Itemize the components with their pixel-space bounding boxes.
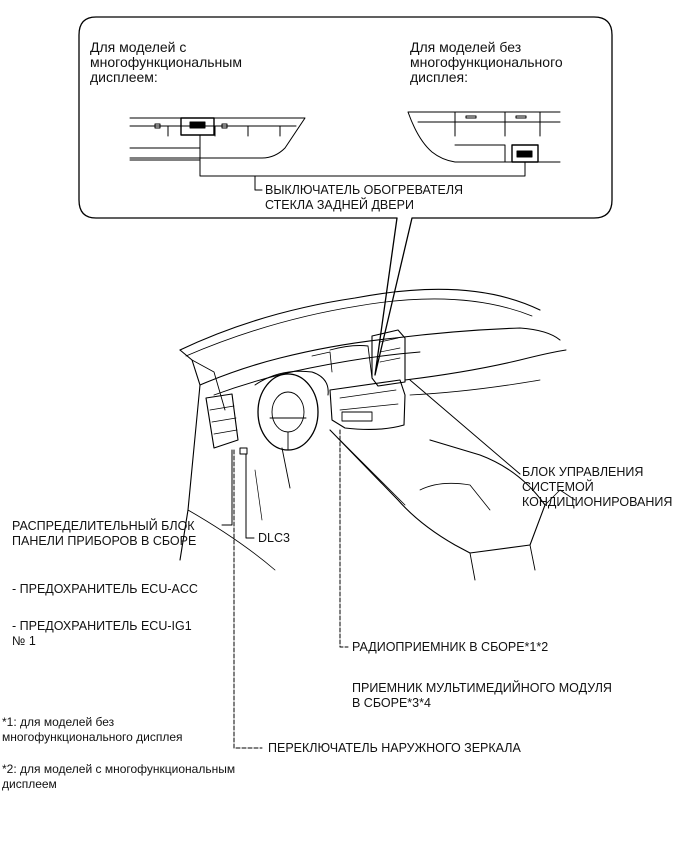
ac-control-label: БЛОК УПРАВЛЕНИЯ СИСТЕМОЙ КОНДИЦИОНИРОВАН… [522,465,672,510]
label-line: В СБОРЕ*3*4 [352,696,431,710]
caption-line: Для моделей с [90,39,187,55]
caption-line: Для моделей без [410,39,522,55]
caption-line: многофункциональным [90,54,242,70]
label-line: КОНДИЦИОНИРОВАНИЯ [522,495,673,509]
footnote-line: многофункционального дисплея [2,730,183,744]
footnote-line: *1: для моделей без [2,715,115,729]
inset-frame [78,16,613,376]
label-line: № 1 [12,634,36,648]
center-stack [329,379,406,431]
multimedia-receiver-label: ПРИЕМНИК МУЛЬТИМЕДИЙНОГО МОДУЛЯ В СБОРЕ*… [352,681,612,711]
caption-line: многофункционального [410,54,563,70]
label-line: - ПРЕДОХРАНИТЕЛЬ ECU-IG1 [12,619,192,633]
footnote-line: *2: для моделей с многофункциональным [2,762,236,776]
label-line: ПРИЕМНИК МУЛЬТИМЕДИЙНОГО МОДУЛЯ [352,681,612,695]
inset-left-caption: Для моделей с многофункциональным диспле… [90,40,242,85]
label-line: СТЕКЛА ЗАДНЕЙ ДВЕРИ [265,198,414,212]
cluster-hood [254,370,329,396]
radio-assembly-label: РАДИОПРИЕМНИК В СБОРЕ*1*2 [352,640,549,654]
label-line: ПАНЕЛИ ПРИБОРОВ В СБОРЕ [12,534,197,548]
footnote-line: дисплеем [2,777,57,791]
label-line: СИСТЕМОЙ [522,480,594,494]
dashboard-top [199,327,561,386]
fuse-ecu-ig1-label: - ПРЕДОХРАНИТЕЛЬ ECU-IG1 № 1 [12,619,192,649]
mirror-switch-label: ПЕРЕКЛЮЧАТЕЛЬ НАРУЖНОГО ЗЕРКАЛА [268,741,521,755]
caption-line: дисплея: [410,69,468,85]
label-line: ВЫКЛЮЧАТЕЛЬ ОБОГРЕВАТЕЛЯ [265,183,464,197]
rear-defogger-switch-label: ВЫКЛЮЧАТЕЛЬ ОБОГРЕВАТЕЛЯ СТЕКЛА ЗАДНЕЙ Д… [265,183,463,213]
fuse-ecu-acc-label: - ПРЕДОХРАНИТЕЛЬ ECU-ACC [12,582,198,596]
junction-block-outline [205,393,239,449]
footnote-2: *2: для моделей с многофункциональным ди… [2,762,235,792]
label-line: БЛОК УПРАВЛЕНИЯ [522,465,644,479]
center-console [329,429,546,554]
inset-right-caption: Для моделей без многофункционального дис… [410,40,563,85]
caption-line: дисплеем: [90,69,158,85]
junction-block-label: РАСПРЕДЕЛИТЕЛЬНЫЙ БЛОК ПАНЕЛИ ПРИБОРОВ В… [12,519,196,549]
label-line: РАСПРЕДЕЛИТЕЛЬНЫЙ БЛОК [12,519,195,533]
windshield-outline [179,288,541,351]
dlc3-label: DLC3 [258,531,290,545]
inset-left-panel [129,117,306,161]
footnote-1: *1: для моделей без многофункционального… [2,715,183,745]
